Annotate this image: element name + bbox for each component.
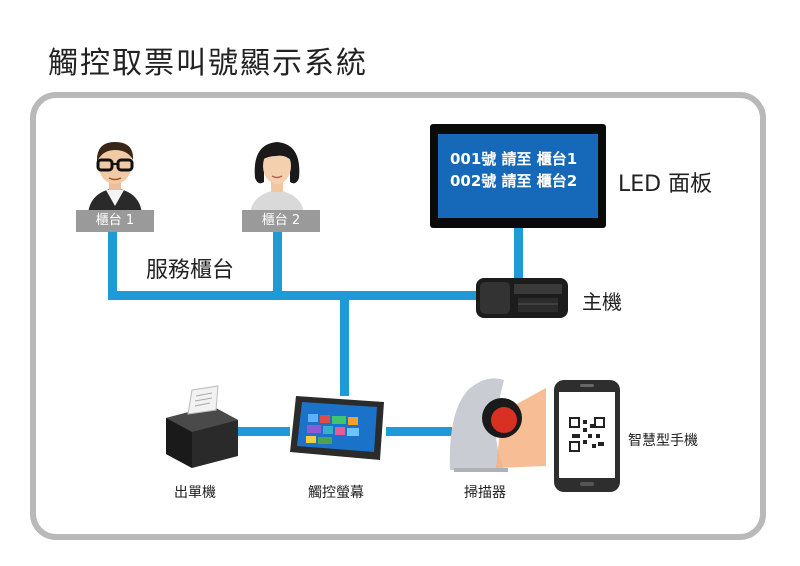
- counter-1-tag: 櫃台 1: [76, 210, 154, 232]
- led-panel-label: LED 面板: [618, 172, 713, 197]
- scanner-label: 掃描器: [464, 485, 506, 501]
- led-screen: 001號 請至 櫃台1 002號 請至 櫃台2: [438, 134, 598, 218]
- connector-counter1-vertical: [108, 230, 117, 300]
- touch-screen-icon: [290, 396, 384, 460]
- scanner-icon: [449, 378, 546, 472]
- led-line-1: 001號 請至 櫃台1: [450, 150, 578, 168]
- connector-tablet-vertical: [340, 296, 349, 396]
- led-line-2: 002號 請至 櫃台2: [450, 172, 578, 190]
- host-machine-icon: [476, 278, 568, 318]
- counter-staff-2-icon: [250, 142, 304, 214]
- connector-led-vertical: [514, 226, 523, 278]
- system-frame: [30, 92, 766, 540]
- smartphone-icon: [554, 380, 620, 492]
- connector-printer-tablet: [238, 427, 290, 436]
- smartphone-label: 智慧型手機: [628, 433, 698, 449]
- service-counters-label: 服務櫃台: [146, 258, 235, 283]
- counter-2-tag: 櫃台 2: [242, 210, 320, 232]
- connector-main-horizontal: [108, 291, 482, 300]
- page-title: 觸控取票叫號顯示系統: [48, 46, 368, 81]
- receipt-printer-icon: [166, 385, 238, 468]
- host-label: 主機: [582, 290, 622, 314]
- led-panel: 001號 請至 櫃台1 002號 請至 櫃台2: [430, 124, 606, 228]
- connector-counter2-vertical: [273, 230, 282, 300]
- printer-label: 出單機: [174, 485, 216, 501]
- touchscreen-label: 觸控螢幕: [308, 485, 364, 501]
- connector-tablet-scanner: [386, 427, 452, 436]
- counter-staff-1-icon: [88, 142, 142, 214]
